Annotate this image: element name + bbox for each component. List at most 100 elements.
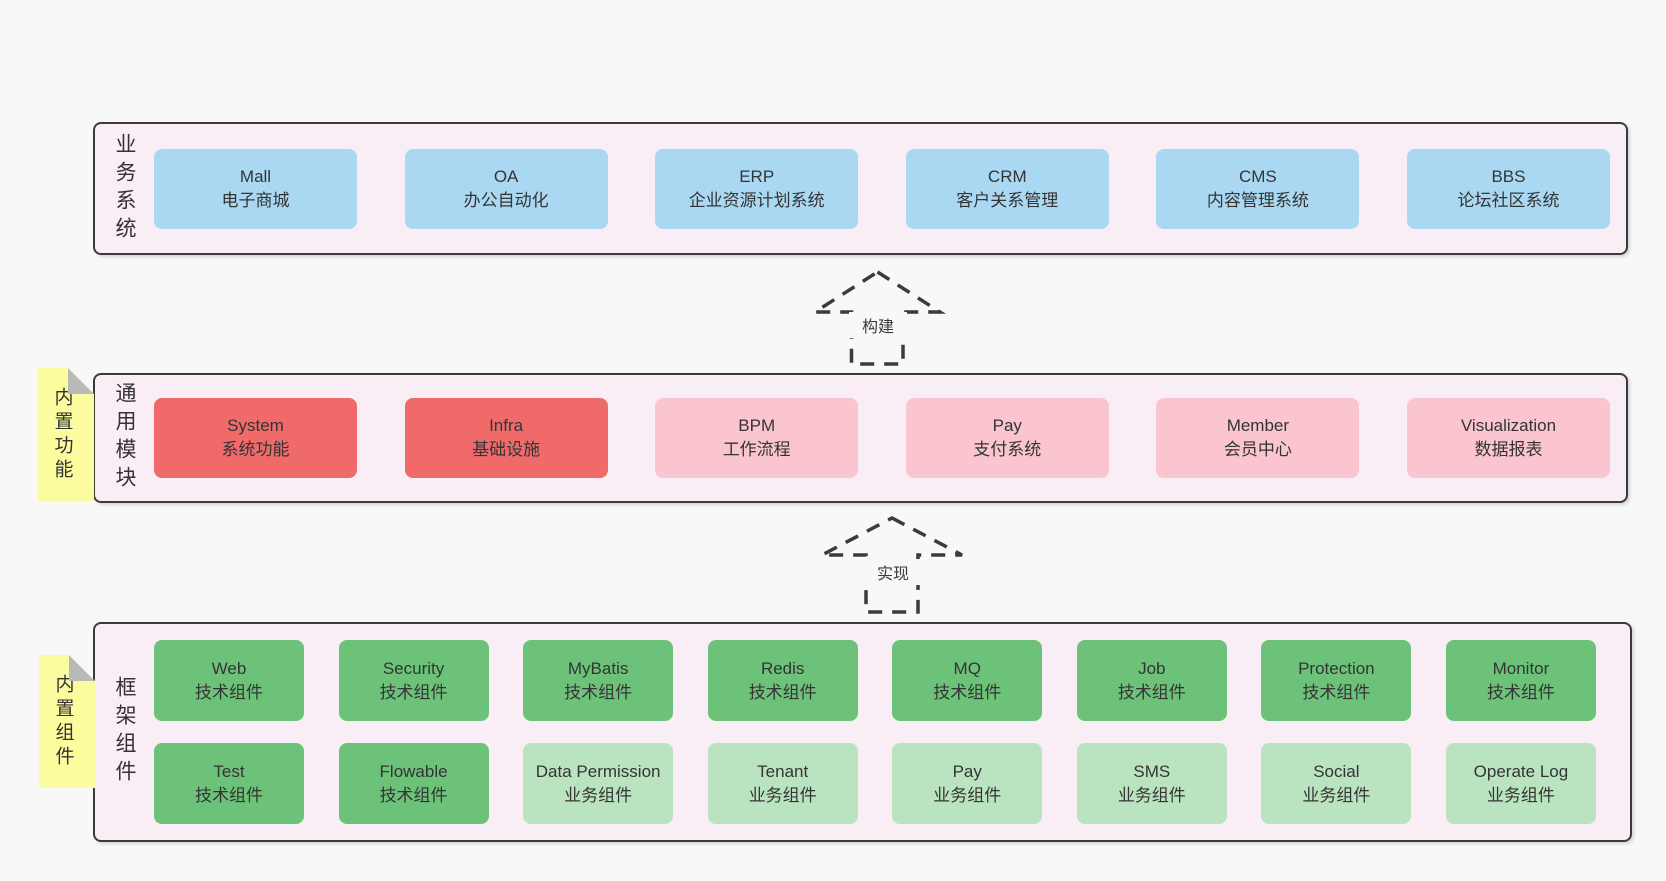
box-erp: ERP 企业资源计划系统	[655, 148, 859, 229]
box-oa: OA 办公自动化	[404, 148, 608, 229]
box-title: CMS	[1238, 166, 1277, 186]
box-title: CRM	[987, 166, 1027, 186]
box-subtitle: 工作流程	[722, 440, 791, 459]
box-subtitle: 内容管理系统	[1206, 190, 1309, 210]
box-title: Web	[211, 658, 247, 678]
box-subtitle: 电子商城	[221, 190, 290, 210]
box-title: Infra	[489, 416, 524, 436]
box-title: Redis	[760, 658, 805, 678]
box-mall: Mall 电子商城	[154, 148, 357, 229]
box-subtitle: 业务组件	[1117, 785, 1186, 805]
box-title: OA	[493, 166, 519, 186]
box-subtitle: 业务组件	[1302, 785, 1371, 805]
box-mybatis: MyBatis 技术组件	[523, 640, 674, 721]
business-systems-boxes: Mall 电子商城 OA 办公自动化 ERP 企业资源计划系统 CRM 客户关系…	[154, 124, 1626, 253]
sticky-note-built-in-features: 内置功能	[38, 368, 94, 501]
box-title: MQ	[953, 658, 981, 678]
biz-components-row: Test 技术组件 Flowable 技术组件 Data Permission …	[154, 743, 1596, 824]
box-bbs: BBS 论坛社区系统	[1406, 148, 1610, 229]
box-subtitle: 技术组件	[933, 682, 1002, 702]
box-subtitle: 客户关系管理	[956, 190, 1059, 210]
box-pay: Pay 支付系统	[905, 398, 1109, 478]
box-title: Mall	[239, 166, 272, 186]
box-test: Test 技术组件	[154, 743, 304, 824]
band-label-common-modules: 通用模块	[113, 382, 136, 494]
box-subtitle: 会员中心	[1223, 440, 1292, 459]
implement-arrow-label: 实现	[862, 559, 924, 585]
box-job: Job 技术组件	[1076, 640, 1227, 721]
box-redis: Redis 技术组件	[707, 640, 858, 721]
box-mq: MQ 技术组件	[892, 640, 1043, 721]
box-subtitle: 支付系统	[973, 440, 1042, 459]
box-title: Data Permission	[535, 761, 661, 781]
box-title: ERP	[739, 166, 775, 186]
band-label-column: 框架组件	[95, 624, 154, 840]
framework-components-boxes: Web 技术组件 Security 技术组件 MyBatis 技术组件 Redi…	[154, 624, 1630, 840]
box-subtitle: 数据报表	[1474, 440, 1543, 459]
note-text: 内置组件	[52, 673, 74, 770]
box-subtitle: 企业资源计划系统	[688, 190, 825, 210]
box-title: Pay	[952, 761, 982, 781]
box-subtitle: 技术组件	[195, 785, 263, 805]
common-modules-boxes: System 系统功能 Infra 基础设施 BPM 工作流程 Pay 支付系统…	[154, 375, 1626, 501]
box-title: Protection	[1298, 658, 1375, 678]
box-title: Member	[1226, 416, 1290, 436]
box-member: Member 会员中心	[1156, 398, 1360, 478]
box-pay-biz: Pay 业务组件	[892, 743, 1043, 824]
box-title: Visualization	[1460, 416, 1557, 436]
common-modules-band: 通用模块 System 系统功能 Infra 基础设施 BPM 工作流程 Pay…	[93, 373, 1628, 503]
box-subtitle: 业务组件	[933, 785, 1002, 805]
box-subtitle: 业务组件	[1486, 785, 1555, 805]
box-sms: SMS 业务组件	[1076, 743, 1227, 824]
box-title: Test	[213, 761, 245, 781]
box-subtitle: 技术组件	[1302, 682, 1371, 702]
box-title: Job	[1138, 658, 1166, 678]
box-title: MyBatis	[567, 658, 629, 678]
tech-components-row: Web 技术组件 Security 技术组件 MyBatis 技术组件 Redi…	[154, 640, 1596, 721]
box-subtitle: 技术组件	[379, 785, 448, 805]
box-title: Operate Log	[1473, 761, 1569, 781]
box-tenant: Tenant 业务组件	[707, 743, 858, 824]
box-subtitle: 系统功能	[221, 440, 290, 459]
box-visualization: Visualization 数据报表	[1406, 398, 1610, 478]
build-arrow-icon	[805, 264, 950, 368]
box-social: Social 业务组件	[1261, 743, 1412, 824]
box-flowable: Flowable 技术组件	[338, 743, 489, 824]
box-infra: Infra 基础设施	[404, 398, 608, 478]
box-title: SMS	[1133, 761, 1171, 781]
box-crm: CRM 客户关系管理	[905, 148, 1109, 229]
box-protection: Protection 技术组件	[1261, 640, 1412, 721]
box-subtitle: 技术组件	[1117, 682, 1186, 702]
box-data-permission: Data Permission 业务组件	[523, 743, 674, 824]
box-subtitle: 基础设施	[472, 440, 541, 459]
box-title: BPM	[738, 416, 776, 436]
box-title: System	[227, 416, 284, 436]
box-subtitle: 技术组件	[1486, 682, 1555, 702]
box-web: Web 技术组件	[154, 640, 304, 721]
band-label-column: 业务系统	[95, 124, 154, 253]
note-fold-corner-icon	[69, 655, 95, 681]
box-subtitle: 论坛社区系统	[1457, 190, 1560, 210]
note-text: 内置功能	[51, 386, 73, 483]
box-title: Pay	[992, 416, 1022, 436]
box-title: Flowable	[379, 761, 448, 781]
business-systems-band: 业务系统 Mall 电子商城 OA 办公自动化 ERP 企业资源计划系统 CRM…	[93, 122, 1628, 255]
box-subtitle: 技术组件	[564, 682, 633, 702]
box-monitor: Monitor 技术组件	[1445, 640, 1596, 721]
box-subtitle: 技术组件	[379, 682, 448, 702]
box-system: System 系统功能	[154, 398, 357, 478]
box-bpm: BPM 工作流程	[655, 398, 859, 478]
box-operate-log: Operate Log 业务组件	[1445, 743, 1596, 824]
box-subtitle: 业务组件	[564, 785, 633, 805]
box-security: Security 技术组件	[338, 640, 489, 721]
box-title: Tenant	[757, 761, 809, 781]
framework-components-band: 框架组件 Web 技术组件 Security 技术组件 MyBatis 技术组件…	[93, 622, 1632, 842]
band-label-framework-components: 框架组件	[113, 676, 136, 788]
box-cms: CMS 内容管理系统	[1156, 148, 1360, 229]
build-arrow-label: 构建	[849, 312, 907, 338]
box-subtitle: 业务组件	[748, 785, 817, 805]
sticky-note-built-in-components: 内置组件	[39, 655, 95, 788]
box-title: BBS	[1491, 166, 1526, 186]
box-subtitle: 技术组件	[195, 682, 263, 702]
